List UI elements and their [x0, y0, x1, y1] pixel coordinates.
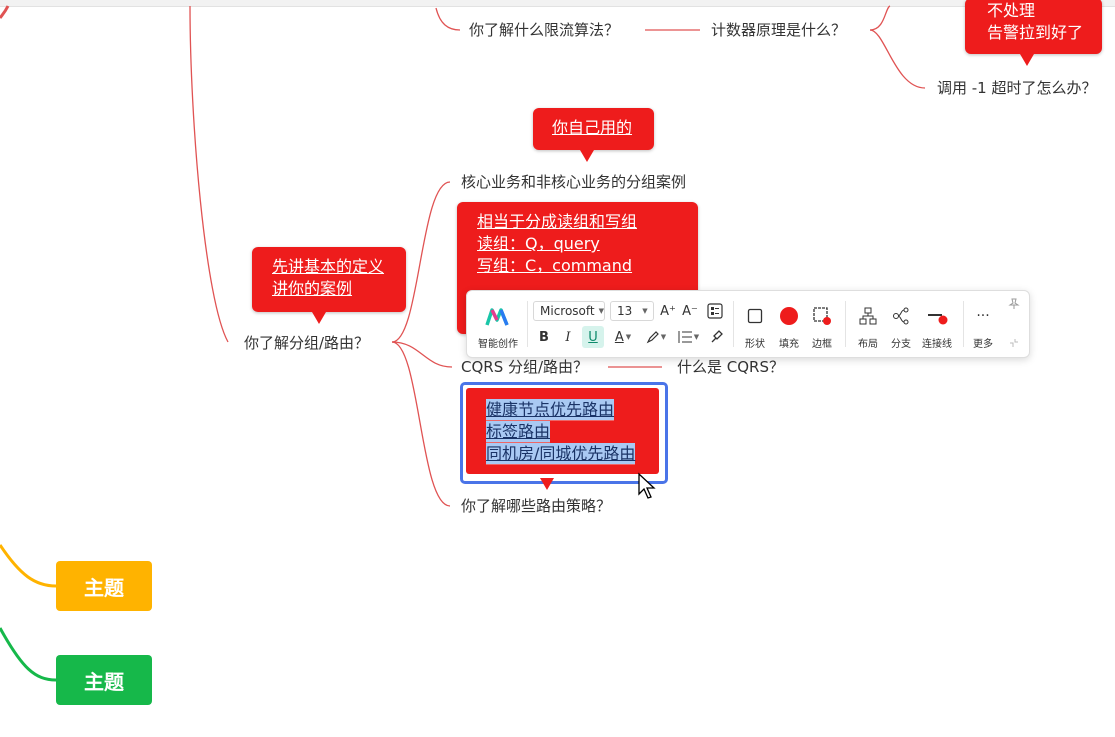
- font-color-glyph: A: [614, 329, 624, 345]
- clear-format-icon[interactable]: [706, 327, 726, 347]
- callout-top-right[interactable]: 不处理 告警拉到好了: [965, 0, 1102, 54]
- border-icon[interactable]: [811, 305, 833, 327]
- fill-color-icon[interactable]: [778, 305, 800, 327]
- font-size-value: 13: [617, 304, 633, 318]
- format-toolbar: 智能创作 Microsoft ▼ 13 ▼ A⁺ A⁻ B I U A ▼ ▼ …: [466, 290, 1030, 358]
- more-icon[interactable]: ···: [976, 308, 990, 324]
- node-rate-limit[interactable]: 你了解什么限流算法？: [469, 21, 620, 39]
- shape-label[interactable]: 形状: [745, 339, 765, 350]
- connector-line-icon[interactable]: [925, 305, 949, 327]
- font-family-value: Microsoft: [540, 304, 595, 318]
- connector-timeout: [869, 29, 926, 89]
- node-core-business[interactable]: 核心业务和非核心业务的分组案例: [461, 173, 687, 191]
- connector-counter-up: [869, 5, 891, 31]
- connector-route-strategy: [391, 341, 451, 507]
- connector-green-topic: [0, 627, 57, 682]
- branch-icon[interactable]: [890, 305, 912, 327]
- canvas-top-edge: [0, 0, 1115, 7]
- node-timeout[interactable]: 调用 -1 超时了怎么办？: [937, 79, 1097, 97]
- collapse-icon[interactable]: [1008, 337, 1020, 349]
- connector-cqrs: [391, 341, 453, 368]
- more-label[interactable]: 更多: [973, 339, 993, 350]
- selection-outline: [460, 382, 668, 484]
- node-group-route[interactable]: 你了解分组/路由？: [244, 334, 370, 352]
- font-family-select[interactable]: Microsoft ▼: [533, 301, 605, 321]
- ai-create-label[interactable]: 智能创作: [478, 339, 518, 350]
- underline-button[interactable]: U: [582, 326, 604, 348]
- callout-definition-line-2: 讲你的案例: [272, 279, 353, 298]
- callout-read-write-line-2: 读组：Q，query: [477, 234, 600, 253]
- node-route-strategy[interactable]: 你了解哪些路由策略？: [461, 497, 612, 515]
- node-counter[interactable]: 计数器原理是什么？: [711, 21, 847, 39]
- node-what-cqrs[interactable]: 什么是 CQRS？: [677, 358, 784, 376]
- callout-strategies-line-1[interactable]: 健康节点优先路由: [486, 399, 615, 421]
- increase-font-button[interactable]: A⁺: [660, 303, 676, 319]
- layout-icon[interactable]: [857, 305, 879, 327]
- toolbar-separator: [527, 301, 528, 347]
- toolbar-separator: [963, 301, 964, 347]
- topic-green[interactable]: 主题: [56, 655, 152, 705]
- branch-label[interactable]: 分支: [891, 339, 911, 350]
- pin-icon[interactable]: [1007, 297, 1021, 311]
- callout-top-right-tail: [1020, 54, 1034, 66]
- mouse-cursor-icon: [638, 472, 656, 499]
- chevron-down-icon: ▼: [598, 307, 604, 315]
- italic-button[interactable]: I: [565, 329, 571, 345]
- connector-orange-topic: [0, 544, 57, 588]
- ai-create-icon[interactable]: [483, 305, 511, 329]
- toolbar-separator: [845, 301, 846, 347]
- chevron-down-icon: ▼: [642, 307, 648, 315]
- layout-label[interactable]: 布局: [858, 339, 878, 350]
- line-spacing-icon[interactable]: ▼: [675, 327, 701, 347]
- border-label[interactable]: 边框: [812, 339, 832, 350]
- callout-definition-tail: [312, 312, 326, 324]
- callout-read-write-line-3: 写组：C，command: [477, 256, 633, 275]
- connector-left-edge: [0, 5, 10, 19]
- node-cqrs[interactable]: CQRS 分组/路由？: [461, 358, 589, 376]
- callout-strategies-line-3[interactable]: 同机房/同城优先路由: [486, 443, 636, 465]
- callout-definition[interactable]: 先讲基本的定义 讲你的案例: [252, 247, 406, 312]
- callout-strategies-tail: [540, 478, 554, 490]
- chevron-down-icon: ▼: [660, 333, 667, 341]
- callout-self-used-tail: [580, 150, 594, 162]
- callout-self-used-text: 你自己用的: [552, 118, 633, 137]
- chevron-down-icon: ▼: [693, 333, 700, 341]
- font-size-select[interactable]: 13 ▼: [610, 301, 654, 321]
- callout-definition-line-1: 先讲基本的定义: [272, 257, 385, 276]
- callout-top-right-line-1: 不处理: [987, 1, 1036, 20]
- callout-read-write-line-1: 相当于分成读组和写组: [477, 212, 638, 231]
- connector-main-trunk: [189, 5, 229, 343]
- chevron-down-icon: ▼: [625, 333, 632, 341]
- connector-label[interactable]: 连接线: [922, 339, 952, 350]
- shape-icon[interactable]: [745, 305, 765, 327]
- topic-orange[interactable]: 主题: [56, 561, 152, 611]
- connector-core-business: [391, 181, 451, 343]
- list-format-icon[interactable]: [705, 301, 725, 321]
- callout-top-right-line-2: 告警拉到好了: [987, 23, 1084, 42]
- callout-self-used[interactable]: 你自己用的: [533, 108, 654, 150]
- fill-label[interactable]: 填充: [779, 339, 799, 350]
- highlight-icon[interactable]: ▼: [643, 327, 669, 347]
- callout-strategies-line-2[interactable]: 标签路由: [486, 421, 551, 443]
- toolbar-separator: [733, 301, 734, 347]
- bold-button[interactable]: B: [539, 329, 549, 345]
- font-color-button[interactable]: A ▼: [609, 327, 637, 347]
- decrease-font-button[interactable]: A⁻: [682, 303, 698, 319]
- connector-rate-limit: [435, 7, 461, 31]
